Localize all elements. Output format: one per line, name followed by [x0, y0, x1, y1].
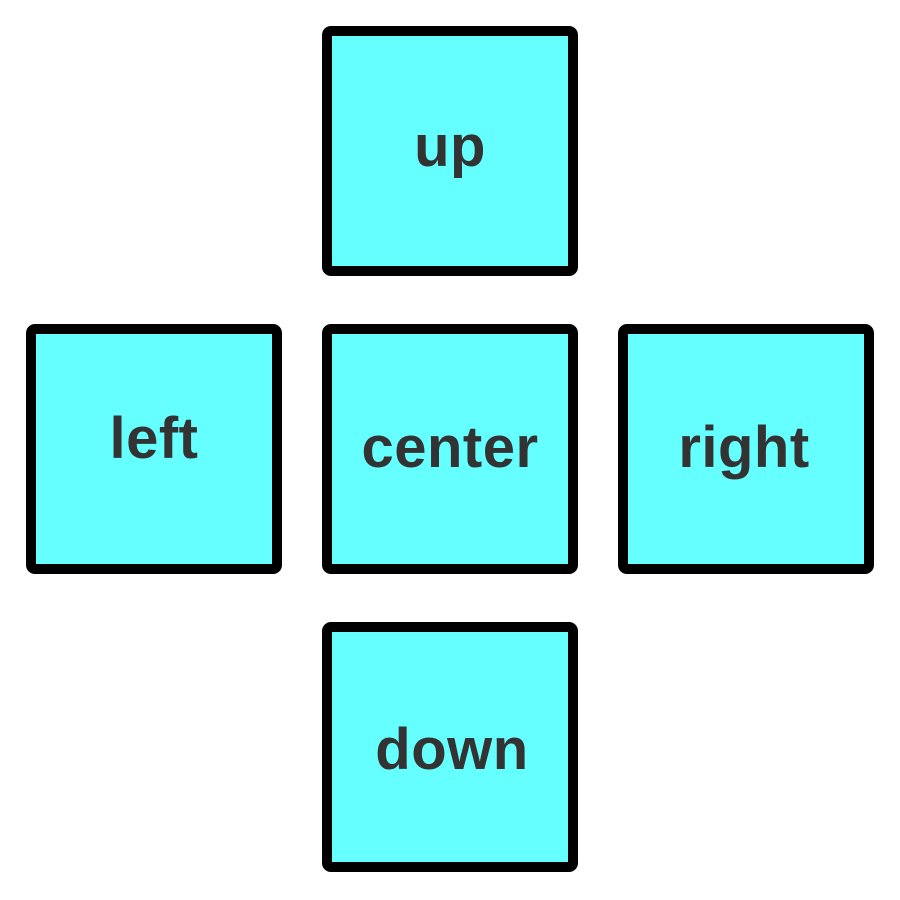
left-button-label: left: [109, 406, 199, 471]
right-button-label: right: [678, 415, 810, 480]
down-button-label: down: [375, 717, 529, 782]
center-button[interactable]: center: [322, 324, 578, 574]
down-button[interactable]: down: [322, 622, 578, 872]
up-button[interactable]: up: [322, 26, 578, 276]
up-button-label: up: [414, 114, 486, 179]
left-button[interactable]: left: [26, 324, 282, 574]
center-button-label: center: [361, 415, 539, 480]
right-button[interactable]: right: [618, 324, 874, 574]
